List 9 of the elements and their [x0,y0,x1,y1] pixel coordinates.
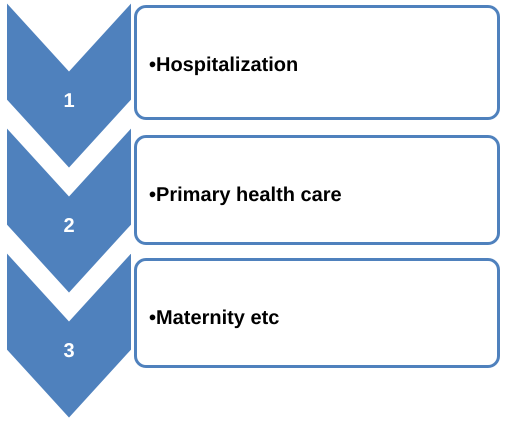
text-panel [134,5,500,120]
list-item: •Hospitalization [149,53,300,78]
list-item: •Maternity etc [149,306,280,331]
step-number: 3 [62,339,76,364]
step-number: 2 [62,214,76,239]
list-item: •Primary health care [149,183,343,208]
step-number: 1 [62,89,76,114]
text-panel [134,135,500,245]
text-panel [134,258,500,368]
